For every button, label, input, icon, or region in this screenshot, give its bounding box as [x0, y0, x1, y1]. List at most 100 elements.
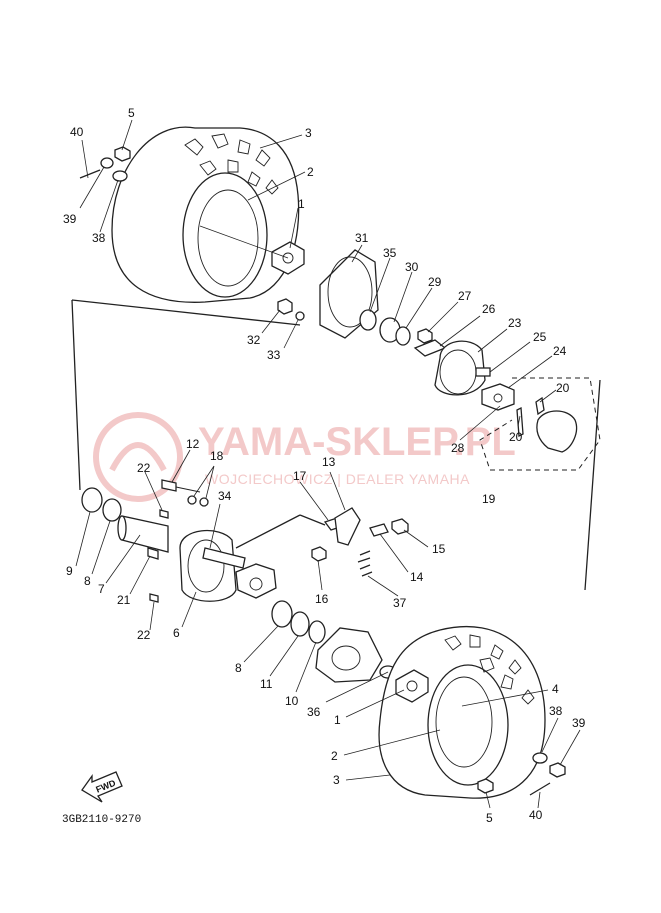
leader-11 — [269, 635, 299, 677]
callout-13: 13 — [322, 455, 336, 469]
screw-22-upper — [159, 509, 169, 519]
callout-7: 7 — [98, 582, 105, 596]
leader-5b — [485, 791, 491, 809]
callout-22-upper: 22 — [137, 461, 151, 475]
callout-39-upper: 39 — [63, 212, 77, 226]
nut-39-lower — [549, 762, 566, 778]
callout-36: 36 — [307, 705, 321, 719]
leader-27 — [427, 301, 459, 333]
leader-28 — [459, 405, 501, 441]
upper-tire-rim-inner — [197, 189, 259, 287]
washer-33 — [295, 311, 305, 321]
cotter-pin-40-upper — [79, 169, 101, 179]
watermark-logo-ring — [93, 412, 183, 502]
leader-3a — [259, 134, 303, 149]
callout-18: 18 — [210, 449, 224, 463]
callout-38-upper: 38 — [92, 231, 106, 245]
leader-24 — [507, 355, 553, 389]
callout-38-lower: 38 — [549, 704, 563, 718]
brake-shoe-19 — [536, 410, 578, 453]
bolt-15 — [391, 518, 409, 535]
callout-22-lower: 22 — [137, 628, 151, 642]
callout-31: 31 — [355, 231, 369, 245]
leader-34 — [209, 503, 221, 549]
final-gear-case-bore — [331, 645, 361, 671]
leader-2a — [247, 171, 306, 201]
callout-35: 35 — [383, 246, 397, 260]
leader-20a — [539, 389, 557, 403]
callout-20-lower: 20 — [509, 430, 523, 444]
leader-9 — [75, 511, 91, 567]
fwd-arrow: FWD — [81, 771, 123, 803]
leader-8b — [243, 625, 279, 663]
leader-23 — [477, 328, 508, 353]
leader-26 — [439, 315, 481, 347]
washer-18a — [187, 495, 197, 505]
spacer-11 — [290, 611, 310, 637]
callout-16: 16 — [315, 592, 329, 606]
leader-32 — [261, 309, 281, 334]
leader-20b — [517, 415, 521, 427]
cam-lever-group — [311, 507, 409, 577]
brake-shoe-kit-outline — [479, 377, 601, 471]
nut-27 — [417, 328, 433, 344]
final-gear-case — [315, 627, 383, 683]
callout-24: 24 — [553, 344, 567, 358]
leader-39b — [559, 729, 581, 766]
leader-15 — [403, 529, 429, 548]
callout-40-upper: 40 — [70, 125, 84, 139]
leader-31 — [351, 244, 363, 263]
callout-4: 4 — [552, 682, 559, 696]
leader-39a — [79, 166, 105, 209]
upper-hub-center — [282, 252, 294, 264]
callout-8-left: 8 — [84, 574, 91, 588]
grease-nipple-21 — [147, 547, 159, 560]
leader-4 — [461, 689, 549, 707]
upper-tire-assembly — [79, 126, 305, 321]
lower-tire-body — [378, 625, 546, 799]
leader-37 — [367, 575, 399, 597]
camshaft-24 — [481, 383, 515, 411]
bolt-12 — [161, 479, 177, 492]
washer-38-lower — [532, 752, 548, 764]
nut-5-lower — [477, 778, 494, 794]
callout-15: 15 — [432, 542, 446, 556]
callout-8-right: 8 — [235, 661, 242, 675]
collar-7-end — [117, 515, 127, 541]
axle-hub-6 — [179, 529, 237, 602]
washer-39-upper — [100, 157, 114, 169]
final-gear-group — [315, 627, 397, 683]
leader-33 — [283, 319, 299, 349]
bearing-8-left — [102, 498, 122, 522]
cotter-pin-40-lower — [529, 782, 551, 796]
leader-40b — [537, 791, 541, 809]
nut-16 — [311, 546, 327, 562]
leader-29 — [405, 287, 433, 329]
leader-8a — [91, 520, 111, 575]
leader-1b — [345, 689, 405, 718]
spring-20-lower — [516, 406, 524, 438]
ring-29 — [395, 326, 411, 346]
callout-20-upper: 20 — [556, 381, 570, 395]
upper-tire-tread — [184, 133, 279, 195]
bolt-32 — [277, 298, 293, 315]
leader-17 — [299, 481, 329, 521]
callout-23: 23 — [508, 316, 522, 330]
watermark-sub-text: WOJCIECHOWICZ | DEALER YAMAHA — [205, 471, 470, 487]
cam-25 — [475, 367, 491, 377]
callout-3-upper: 3 — [305, 126, 312, 140]
axle-shaft-34 — [202, 547, 246, 569]
bolt-12-shank — [175, 486, 201, 493]
axle-group — [71, 299, 601, 644]
callout-labels: 40 5 3 2 1 39 38 31 35 30 29 27 26 23 25… — [63, 106, 586, 825]
leader-36 — [325, 671, 389, 703]
leader-30 — [393, 271, 413, 323]
fwd-arrow-shape — [81, 771, 123, 803]
leader-10 — [295, 641, 317, 693]
lower-hub-center — [406, 680, 418, 692]
callout-1-upper: 1 — [298, 197, 305, 211]
lower-tire-tread — [444, 634, 535, 705]
hub-flange-center-bore — [249, 577, 263, 591]
callout-11: 11 — [260, 677, 273, 691]
lower-tire-rim-inner — [435, 676, 493, 768]
